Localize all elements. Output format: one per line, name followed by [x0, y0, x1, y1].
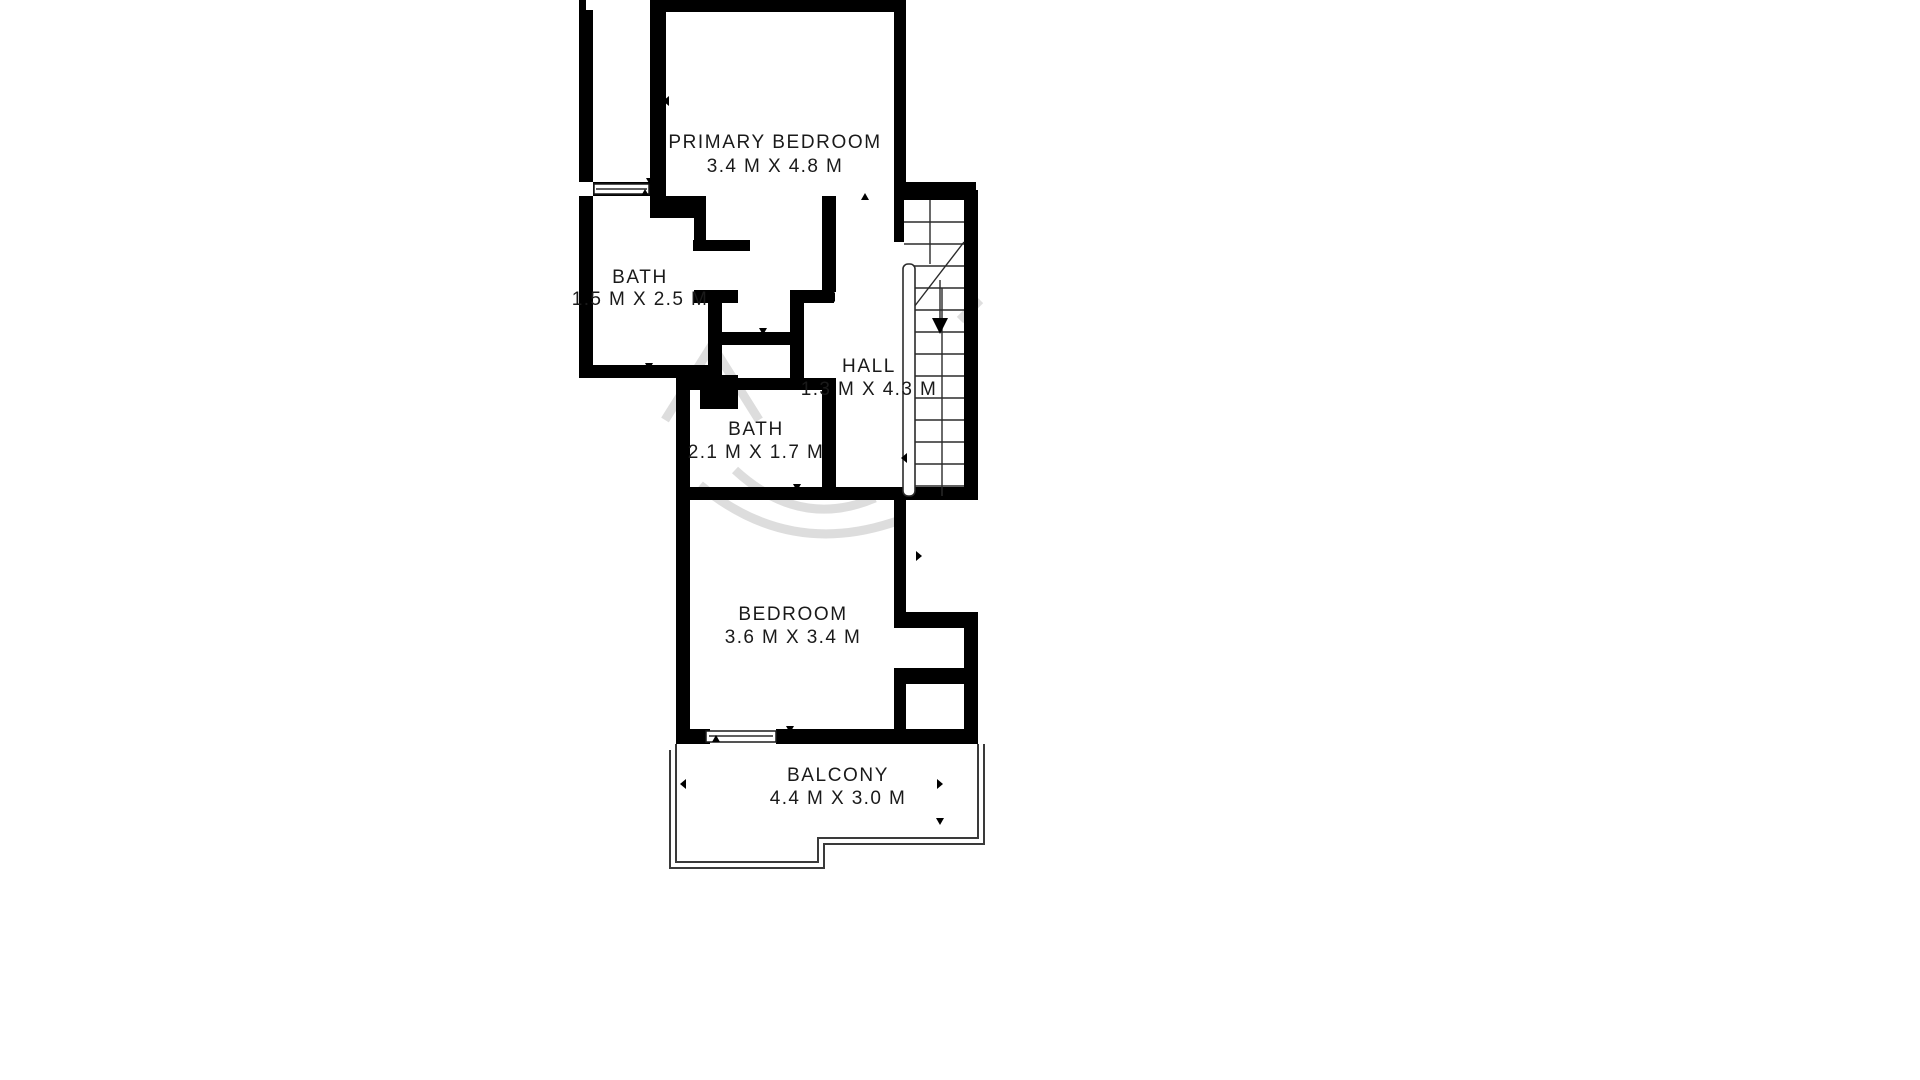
door-marker — [936, 617, 944, 624]
wall-bath-upper-south — [579, 365, 708, 378]
door-marker — [759, 328, 767, 335]
wall-bath-upper-east-upper — [694, 218, 706, 242]
door-marker — [645, 363, 653, 370]
door-marker — [857, 489, 865, 496]
window-group — [593, 182, 777, 743]
wall-structure — [579, 0, 978, 744]
stair-direction-down-icon — [932, 280, 948, 334]
door-marker — [861, 193, 869, 200]
wall-bath-lower-west — [676, 378, 690, 500]
room-dim-balcony: 4.4 M X 3.0 M — [770, 788, 906, 809]
room-dim-primary-bedroom: 3.4 M X 4.8 M — [707, 156, 843, 177]
balcony-outline — [669, 744, 985, 869]
wall-primary-bedroom-west — [650, 0, 666, 196]
wall-top-left-stub — [579, 0, 586, 10]
room-label-hall: HALL — [842, 356, 896, 377]
room-labels: PRIMARY BEDROOM 3.4 M X 4.8 M BATH 1.5 M… — [572, 132, 937, 809]
door-marker — [680, 779, 686, 789]
wall-bedroom-east-jog-vertical — [964, 612, 978, 668]
wall-bedroom-east-jog — [894, 612, 978, 628]
door-marker — [680, 551, 686, 561]
room-dim-bath-lower: 2.1 M X 1.7 M — [688, 442, 824, 463]
wall-bedroom-east-lower-return — [894, 668, 978, 684]
wall-stair-west — [894, 190, 904, 242]
wall-stair-east-exterior — [964, 190, 978, 496]
door-marker — [663, 96, 669, 106]
staircase — [902, 200, 965, 497]
stair-handrail — [902, 263, 916, 497]
wall-corridor-west — [708, 290, 722, 378]
room-label-bedroom: BEDROOM — [738, 604, 847, 625]
wall-left-exterior-upper — [579, 10, 593, 182]
door-marker — [936, 818, 944, 825]
door-marker — [793, 484, 801, 491]
wall-bedroom-east-upper — [894, 500, 906, 616]
door-marker — [901, 453, 907, 463]
room-dim-bedroom: 3.6 M X 3.4 M — [725, 627, 861, 648]
wall-corridor-north-right — [790, 290, 834, 303]
wall-corridor-south — [722, 332, 804, 345]
wall-hall-west-lower — [822, 378, 836, 496]
wall-bedroom-west — [676, 500, 690, 740]
room-label-primary-bedroom: PRIMARY BEDROOM — [668, 132, 881, 153]
wall-bedroom-east-lower-vertical — [964, 668, 978, 730]
wall-bath-upper-east-lower — [694, 290, 708, 303]
wall-primary-bedroom-east — [894, 0, 906, 190]
door-marker — [824, 450, 830, 460]
door-marker — [916, 551, 922, 561]
wall-bath-upper-north — [693, 240, 750, 251]
wall-primary-bedroom-north — [650, 0, 906, 12]
door-marker — [762, 6, 770, 12]
door-marker — [937, 779, 943, 789]
wall-corridor-north-left — [708, 290, 738, 303]
wall-hall-west-upper — [822, 196, 836, 292]
wall-bath-north-left — [650, 196, 666, 218]
wall-bedroom-south-right — [776, 729, 978, 744]
door-marker — [829, 292, 835, 302]
room-dim-bath-upper: 1.5 M X 2.5 M — [572, 289, 708, 310]
room-label-balcony: BALCONY — [787, 765, 889, 786]
room-dim-hall: 1.3 M X 4.3 M — [801, 379, 937, 400]
room-label-bath-lower: BATH — [728, 419, 784, 440]
wall-left-exterior-bath — [579, 196, 593, 378]
wall-bedroom-south-left — [676, 729, 710, 744]
door-marker — [682, 450, 688, 460]
door-marker — [641, 189, 649, 196]
wall-bath-lower-south — [676, 487, 836, 500]
wall-bath-lower-north — [676, 378, 824, 390]
door-marker — [786, 726, 794, 733]
room-label-bath-upper: BATH — [612, 267, 668, 288]
door-marker — [712, 735, 720, 742]
door-marker-group — [641, 6, 944, 825]
wall-stair-north — [894, 190, 978, 200]
door-marker — [646, 178, 654, 185]
